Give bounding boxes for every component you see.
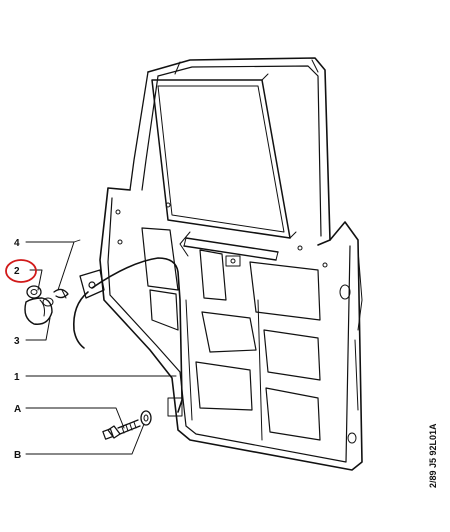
callout-A: A bbox=[14, 404, 21, 415]
spacer-part-2 bbox=[26, 285, 42, 299]
door-panel-outline bbox=[99, 187, 363, 471]
washer-part-B bbox=[140, 410, 152, 426]
callout-4: 4 bbox=[14, 238, 20, 249]
panel-cutouts bbox=[141, 227, 321, 441]
leader-lines bbox=[25, 239, 177, 455]
callout-labels: 4 2 3 1 A B bbox=[14, 238, 21, 461]
reference-code: 2/89 J5 92L01A bbox=[428, 423, 438, 488]
window-frame bbox=[129, 57, 331, 246]
callout-3: 3 bbox=[14, 336, 20, 347]
highlight-circle bbox=[5, 259, 37, 283]
control-rod bbox=[72, 257, 183, 417]
callout-B: B bbox=[14, 450, 21, 461]
regulator-rail bbox=[179, 231, 279, 267]
callout-1: 1 bbox=[14, 372, 20, 383]
screw-part-A bbox=[102, 419, 141, 440]
callout-2: 2 bbox=[14, 266, 20, 277]
clip-part-4 bbox=[53, 288, 69, 299]
window-glass bbox=[151, 73, 297, 239]
handle-bracket bbox=[79, 269, 105, 299]
handle-knob-part-3 bbox=[24, 297, 54, 325]
